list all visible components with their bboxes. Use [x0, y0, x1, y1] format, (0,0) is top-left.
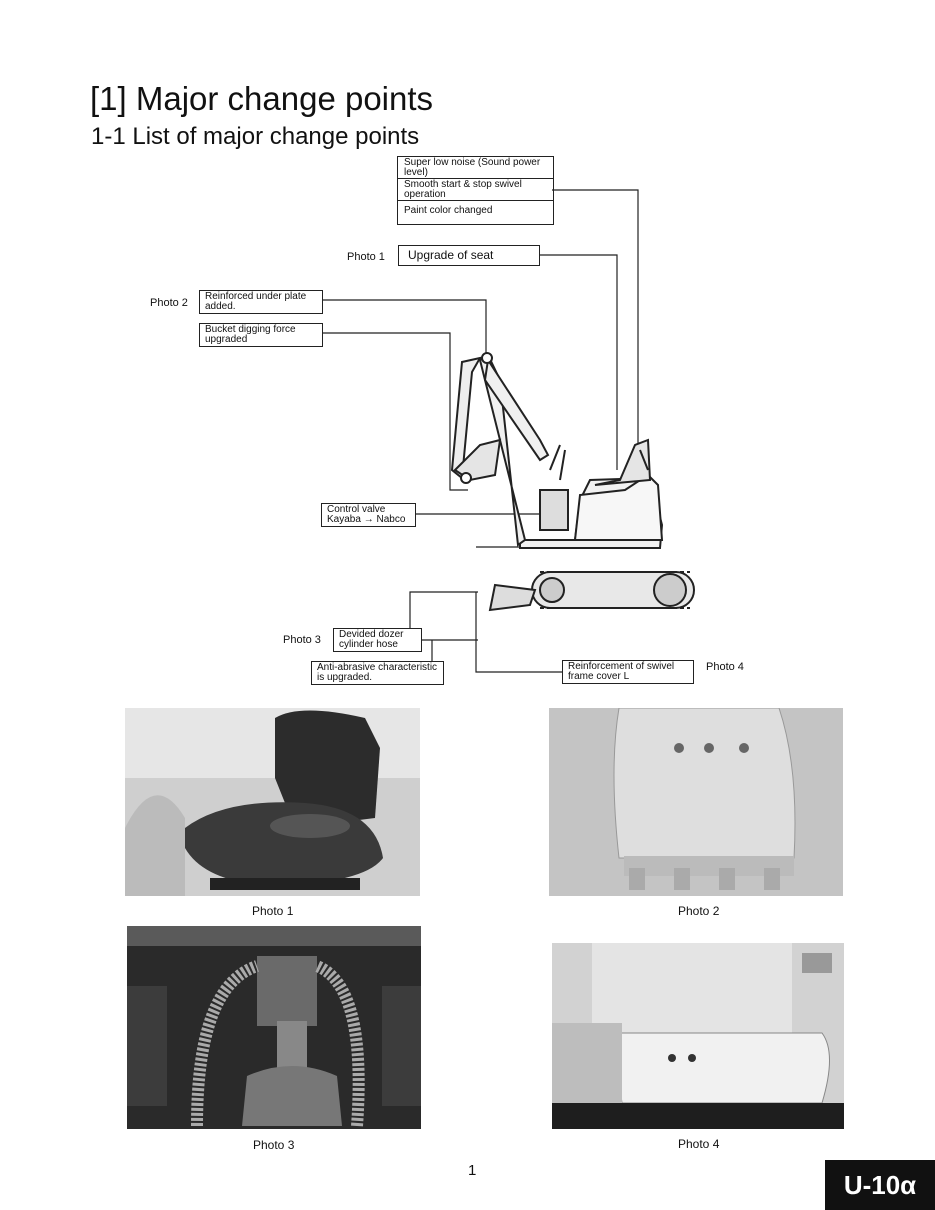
- callout-paint-color: Paint color changed: [404, 205, 493, 216]
- callout-anti-abrasive: Anti-abrasive characteristic is upgraded…: [311, 661, 444, 685]
- photo-2-caption: Photo 2: [678, 904, 720, 918]
- page-number: 1: [468, 1162, 477, 1179]
- photo-4-swivel-cover: [552, 943, 844, 1129]
- subsection-heading: 1-1 List of major change points: [91, 123, 420, 150]
- photo-4-caption: Photo 4: [678, 1137, 720, 1151]
- photo-ref-1: Photo 1: [347, 251, 385, 263]
- photo-1-seat: [125, 708, 420, 896]
- photo-3-dozer-hose: [127, 926, 421, 1129]
- seat-image: [125, 708, 420, 896]
- swivel-cover-image: [552, 943, 844, 1129]
- callout-swivel-operation: Smooth start & stop swivel operation: [398, 179, 553, 201]
- excavator-drawing: [450, 352, 695, 612]
- model-badge: U-10α: [825, 1160, 935, 1210]
- callout-super-low-noise: Super low noise (Sound power level): [398, 157, 553, 179]
- leader-lines: [322, 189, 639, 673]
- callout-swivel-cover: Reinforcement of swivel frame cover L: [562, 660, 694, 684]
- under-plate-image: [549, 708, 843, 896]
- photo-ref-2: Photo 2: [150, 297, 188, 309]
- photo-ref-4: Photo 4: [706, 661, 744, 673]
- callout-control-valve: Control valve Kayaba → Nabco: [321, 503, 416, 527]
- callout-under-plate: Reinforced under plate added.: [199, 290, 323, 314]
- callout-seat-upgrade: Upgrade of seat: [398, 245, 540, 266]
- section-heading: [1] Major change points: [90, 80, 434, 117]
- dozer-hose-image: [127, 926, 421, 1129]
- excavator-diagram: [322, 189, 695, 673]
- photo-1-caption: Photo 1: [252, 904, 294, 918]
- photo-ref-3: Photo 3: [283, 634, 321, 646]
- top-callout-box: Super low noise (Sound power level) Smoo…: [397, 156, 554, 225]
- callout-dozer-hose: Devided dozer cylinder hose: [333, 628, 422, 652]
- photo-2-under-plate: [549, 708, 843, 896]
- photo-3-caption: Photo 3: [253, 1138, 295, 1152]
- callout-bucket-force: Bucket digging force upgraded: [199, 323, 323, 347]
